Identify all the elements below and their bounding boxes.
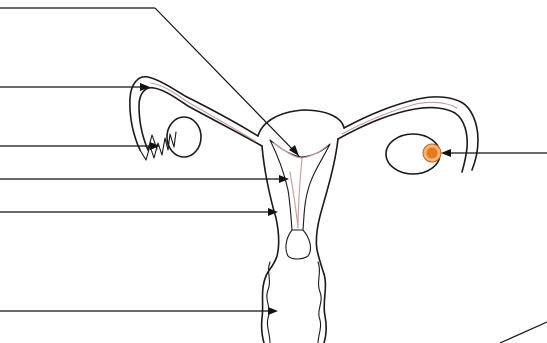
- arrowhead-ovum: [441, 149, 451, 157]
- uterus-fundus: [258, 110, 344, 136]
- uterus-right-wall: [316, 139, 338, 274]
- label-leader-lines: [0, 8, 547, 343]
- leader-line-uterus-cavity-diagonal: [155, 8, 299, 156]
- vagina: [262, 262, 326, 343]
- uterus: [258, 110, 344, 276]
- right-ovary: [386, 134, 441, 174]
- leader-line-bottom-right: [500, 322, 547, 343]
- left-fallopian-tube: [130, 77, 262, 150]
- left-ovary: [167, 117, 201, 157]
- cervix: [286, 230, 311, 259]
